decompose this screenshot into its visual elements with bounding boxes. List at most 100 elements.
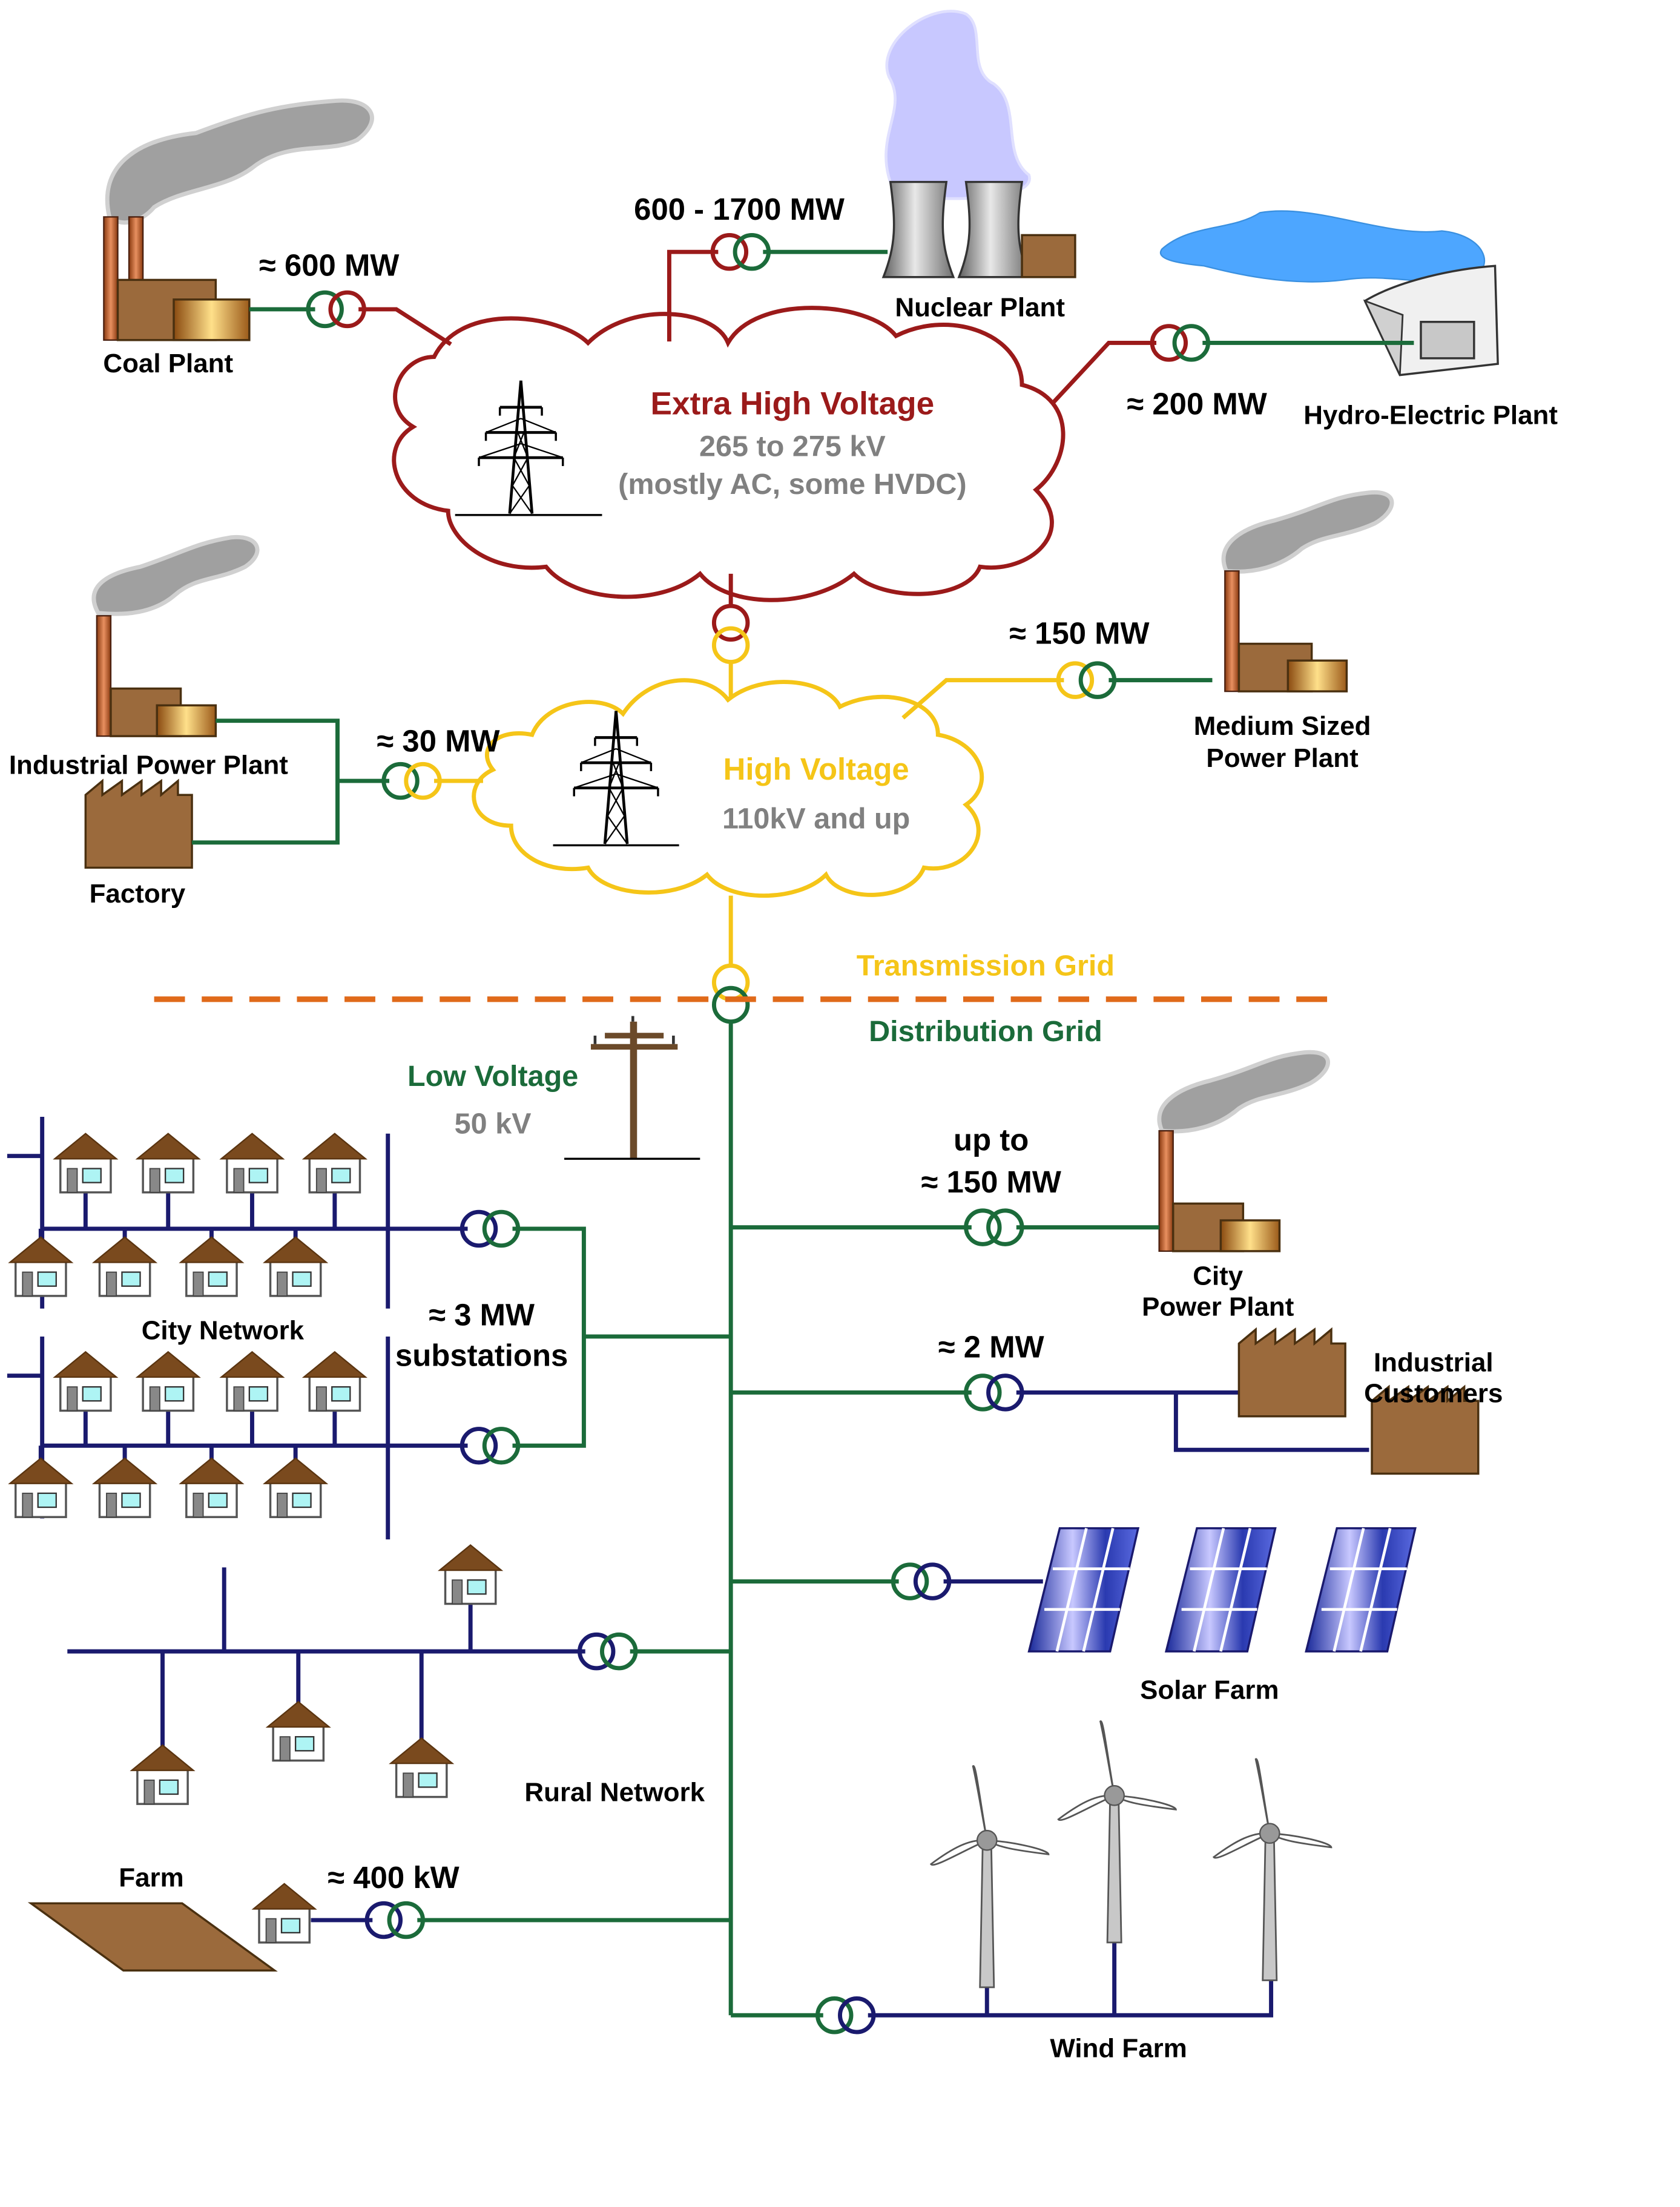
house-icon: [53, 1350, 117, 1412]
industrial-customers-label-2: Customers: [1364, 1379, 1503, 1409]
plant-tank: [156, 704, 217, 737]
transformer-icon: [462, 1429, 518, 1462]
house-icon: [220, 1350, 285, 1412]
solar-farm-label: Solar Farm: [1140, 1676, 1279, 1705]
hydro-plant: Hydro-Electric Plant: [1160, 210, 1558, 430]
farm-field-icon: [27, 1902, 278, 1972]
ehv-note: (mostly AC, some HVDC): [618, 468, 966, 501]
solar-panel-icon: [1166, 1528, 1275, 1651]
transformer-icon: [713, 235, 768, 268]
chimney-icon: [1158, 1130, 1174, 1252]
factory-icon: [1237, 1328, 1346, 1418]
wind-turbine-icon: [1057, 1720, 1177, 1944]
industrial-plant-label: Industrial Power Plant: [9, 751, 288, 780]
ehv-range: 265 to 275 kV: [699, 430, 886, 463]
industrial-customers-power: ≈ 2 MW: [938, 1330, 1044, 1364]
house-icon: [266, 1700, 331, 1762]
city-plant-label-1: City: [1193, 1261, 1244, 1291]
smoke-icon: [91, 534, 260, 616]
hv-title: High Voltage: [723, 752, 909, 786]
ehv-cloud: Extra High Voltage 265 to 275 kV (mostly…: [392, 306, 1066, 602]
transformer-icon: [367, 1903, 423, 1936]
house-icon: [263, 1236, 328, 1297]
hv-range: 110kV and up: [722, 803, 910, 835]
cooling-tower-icon: [881, 180, 955, 278]
house-icon: [136, 1132, 200, 1194]
transformer-icon: [1058, 663, 1114, 697]
rural-network-label: Rural Network: [524, 1778, 705, 1807]
industrial-plant-power: ≈ 30 MW: [377, 724, 499, 758]
nuclear-plant-power: 600 - 1700 MW: [634, 192, 845, 226]
smoke-icon: [1221, 490, 1394, 574]
house-icon: [263, 1457, 328, 1518]
industrial-power-plant: Industrial Power Plant: [9, 534, 288, 780]
smoke-icon: [105, 98, 374, 225]
house-icon: [438, 1544, 502, 1605]
farm: Farm: [27, 1863, 317, 1972]
house-icon: [8, 1236, 73, 1297]
house-icon: [179, 1457, 244, 1518]
wind-turbine-icon: [1213, 1758, 1332, 1981]
transformer-icon: [711, 604, 750, 665]
wind-turbine-icon: [930, 1765, 1050, 1988]
plant-tank: [173, 298, 251, 341]
city-power-plant: City Power Plant: [1142, 1050, 1330, 1321]
house-icon: [303, 1132, 367, 1194]
transformer-icon: [462, 1212, 518, 1245]
transformer-icon: [308, 292, 364, 326]
ehv-title: Extra High Voltage: [651, 386, 935, 421]
water-icon: [1160, 210, 1486, 283]
medium-plant-power: ≈ 150 MW: [1009, 616, 1149, 651]
low-voltage-pole: Low Voltage 50 kV: [407, 1016, 700, 1160]
house-icon: [220, 1132, 285, 1194]
transformer-icon: [966, 1376, 1022, 1409]
transformer-icon: [966, 1211, 1022, 1244]
solar-panel-icon: [1306, 1528, 1415, 1651]
house-icon: [389, 1737, 453, 1798]
house-icon: [303, 1350, 367, 1412]
house-icon: [179, 1236, 244, 1297]
plant-tank: [1286, 659, 1348, 692]
city-plant-label-2: Power Plant: [1142, 1292, 1294, 1321]
utility-pole-icon: [590, 1016, 678, 1159]
industrial-customers-label-1: Industrial: [1374, 1348, 1494, 1378]
transformer-icon: [1152, 326, 1208, 360]
smoke-icon: [1157, 1050, 1330, 1134]
transformer-icon: [893, 1565, 949, 1598]
nuclear-plant-label: Nuclear Plant: [895, 293, 1065, 323]
hydro-plant-label: Hydro-Electric Plant: [1303, 401, 1558, 430]
medium-power-plant: Medium Sized Power Plant: [1194, 490, 1394, 773]
distribution-grid-label: Distribution Grid: [869, 1015, 1102, 1048]
city-plant-power-2: ≈ 150 MW: [921, 1165, 1061, 1199]
low-voltage-value: 50 kV: [455, 1108, 532, 1140]
coal-plant: Coal Plant: [103, 98, 374, 378]
solar-panel-icon: [1029, 1528, 1138, 1651]
hv-cloud: High Voltage 110kV and up: [472, 678, 984, 898]
chimney-icon: [103, 216, 119, 341]
medium-plant-label-2: Power Plant: [1206, 743, 1359, 773]
transformer-icon: [711, 963, 750, 1024]
plant-building: [1021, 234, 1076, 278]
house-icon: [252, 1883, 317, 1944]
coal-plant-label: Coal Plant: [103, 349, 233, 378]
steam-icon: [884, 10, 1031, 200]
low-voltage-title: Low Voltage: [407, 1060, 578, 1093]
factory: Factory: [84, 780, 193, 909]
transformer-icon: [818, 1999, 874, 2032]
chimney-icon: [96, 615, 112, 737]
rural-network: Rural Network: [67, 1544, 705, 1807]
house-icon: [136, 1350, 200, 1412]
hydro-plant-power: ≈ 200 MW: [1127, 386, 1267, 421]
substations-power: ≈ 3 MW: [429, 1297, 535, 1332]
house-icon: [53, 1132, 117, 1194]
city-network: City Network: [7, 1116, 468, 1540]
factory-label: Factory: [90, 879, 186, 909]
plant-tank: [1219, 1219, 1281, 1252]
house-icon: [93, 1457, 157, 1518]
cooling-tower-icon: [957, 180, 1031, 278]
house-icon: [93, 1236, 157, 1297]
farm-label: Farm: [119, 1863, 183, 1893]
factory-icon: [84, 780, 193, 869]
city-network-label: City Network: [142, 1316, 305, 1346]
